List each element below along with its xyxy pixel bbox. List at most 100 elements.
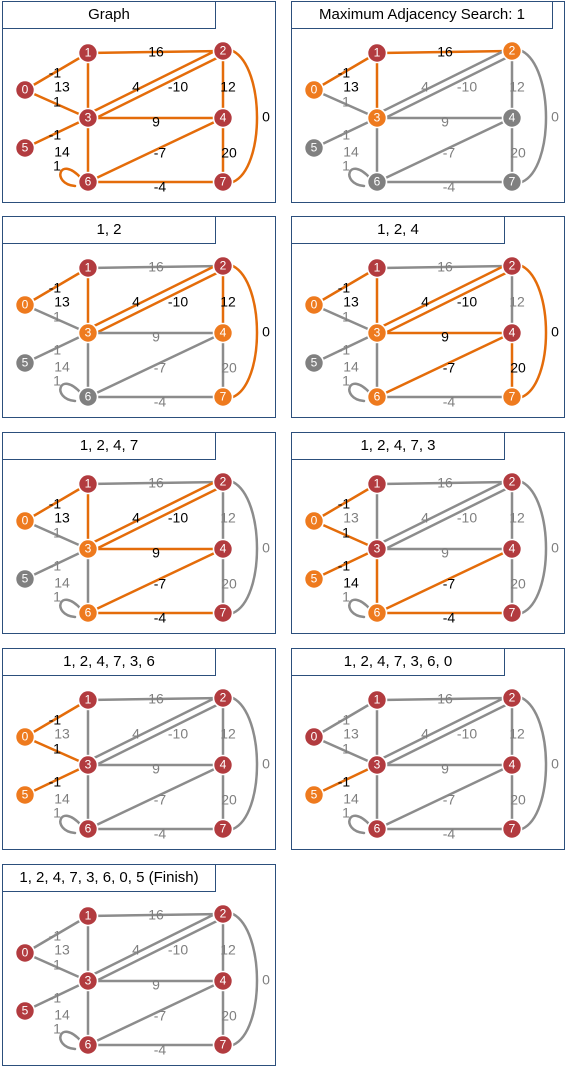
node-3: 3	[366, 107, 388, 129]
edge-label-e67: -4	[443, 179, 456, 195]
svg-text:5: 5	[22, 572, 29, 586]
node-1: 1	[77, 42, 99, 64]
edge-label-e47: 20	[221, 792, 237, 808]
svg-text:7: 7	[509, 822, 516, 836]
edge-label-e47: 20	[221, 145, 237, 161]
edge-label-e36: 14	[343, 359, 359, 375]
edge-label-e32b: -10	[168, 942, 188, 958]
svg-text:1: 1	[85, 46, 92, 60]
svg-text:6: 6	[374, 822, 381, 836]
svg-text:6: 6	[85, 390, 92, 404]
edge-label-e34: 9	[441, 329, 449, 345]
node-7: 7	[501, 602, 523, 624]
svg-text:3: 3	[85, 974, 92, 988]
node-5: 5	[303, 352, 325, 374]
node-0: 0	[14, 510, 36, 532]
edge-label-e36: 14	[343, 144, 359, 160]
node-5: 5	[303, 568, 325, 590]
svg-text:0: 0	[22, 514, 29, 528]
node-7: 7	[501, 818, 523, 840]
edge-e53	[312, 116, 379, 150]
svg-text:1: 1	[374, 477, 381, 491]
node-4: 4	[501, 322, 523, 344]
node-1: 1	[366, 473, 388, 495]
edge-e66	[59, 167, 83, 188]
panel-title: 1, 2	[2, 216, 216, 244]
edge-e32b	[86, 484, 225, 555]
node-2: 2	[501, 687, 523, 709]
svg-text:7: 7	[509, 606, 516, 620]
edge-e53	[23, 331, 90, 365]
edge-label-e01: -1	[338, 496, 351, 512]
edge-e32b	[86, 268, 225, 339]
edge-label-e66: 1	[342, 373, 350, 389]
edge-label-e12: 16	[437, 691, 453, 707]
edge-label-e34: 9	[441, 545, 449, 561]
edge-e27	[520, 696, 548, 831]
svg-text:0: 0	[311, 83, 318, 97]
node-2: 2	[212, 903, 234, 925]
node-4: 4	[212, 107, 234, 129]
edge-e32b	[375, 484, 514, 555]
edge-label-e01: -1	[49, 712, 62, 728]
edge-e01	[23, 914, 90, 955]
node-2: 2	[212, 687, 234, 709]
svg-text:2: 2	[220, 259, 227, 273]
node-3: 3	[77, 322, 99, 344]
svg-text:5: 5	[22, 141, 29, 155]
node-0: 0	[14, 79, 36, 101]
edge-label-e64: -7	[443, 360, 456, 376]
svg-text:1: 1	[374, 693, 381, 707]
node-0: 0	[303, 510, 325, 532]
edge-e64	[375, 547, 514, 615]
edge-label-e01: -1	[338, 712, 351, 728]
edge-e12	[375, 49, 514, 55]
edge-e66	[59, 814, 83, 835]
edge-label-e64: -7	[154, 360, 167, 376]
edge-e64	[86, 547, 225, 615]
node-2: 2	[212, 255, 234, 277]
node-7: 7	[501, 386, 523, 408]
edge-label-e32b: -10	[457, 510, 477, 526]
edge-label-e13: 13	[54, 510, 70, 526]
panel-title: Graph	[2, 1, 216, 29]
edge-label-e53: -1	[338, 127, 351, 143]
edge-e32b	[86, 916, 225, 987]
edge-label-e12: 16	[148, 259, 164, 275]
edge-e53	[23, 979, 90, 1013]
node-3: 3	[77, 538, 99, 560]
svg-text:4: 4	[220, 326, 227, 340]
node-2: 2	[501, 255, 523, 277]
node-5: 5	[303, 784, 325, 806]
svg-text:4: 4	[509, 111, 516, 125]
edge-label-e47: 20	[510, 576, 526, 592]
svg-text:1: 1	[374, 46, 381, 60]
edge-e32b	[375, 53, 514, 124]
edge-e32a	[375, 476, 514, 547]
edge-label-e53: -1	[49, 127, 62, 143]
svg-text:4: 4	[220, 974, 227, 988]
node-3: 3	[77, 107, 99, 129]
svg-text:2: 2	[220, 907, 227, 921]
svg-text:3: 3	[85, 326, 92, 340]
edge-e01	[312, 698, 379, 739]
node-5: 5	[14, 784, 36, 806]
edge-label-e64: -7	[443, 576, 456, 592]
edge-label-e67: -4	[154, 826, 167, 842]
svg-text:0: 0	[22, 946, 29, 960]
edge-label-e01: -1	[338, 280, 351, 296]
edge-label-e27: 0	[551, 540, 559, 556]
svg-text:6: 6	[374, 390, 381, 404]
edge-label-e36: 14	[54, 575, 70, 591]
edge-label-e01: -1	[49, 280, 62, 296]
edge-label-e03: 1	[342, 94, 350, 110]
edge-label-e34: 9	[152, 329, 160, 345]
node-7: 7	[212, 171, 234, 193]
edge-label-e34: 9	[441, 761, 449, 777]
edge-label-e12: 16	[148, 907, 164, 923]
